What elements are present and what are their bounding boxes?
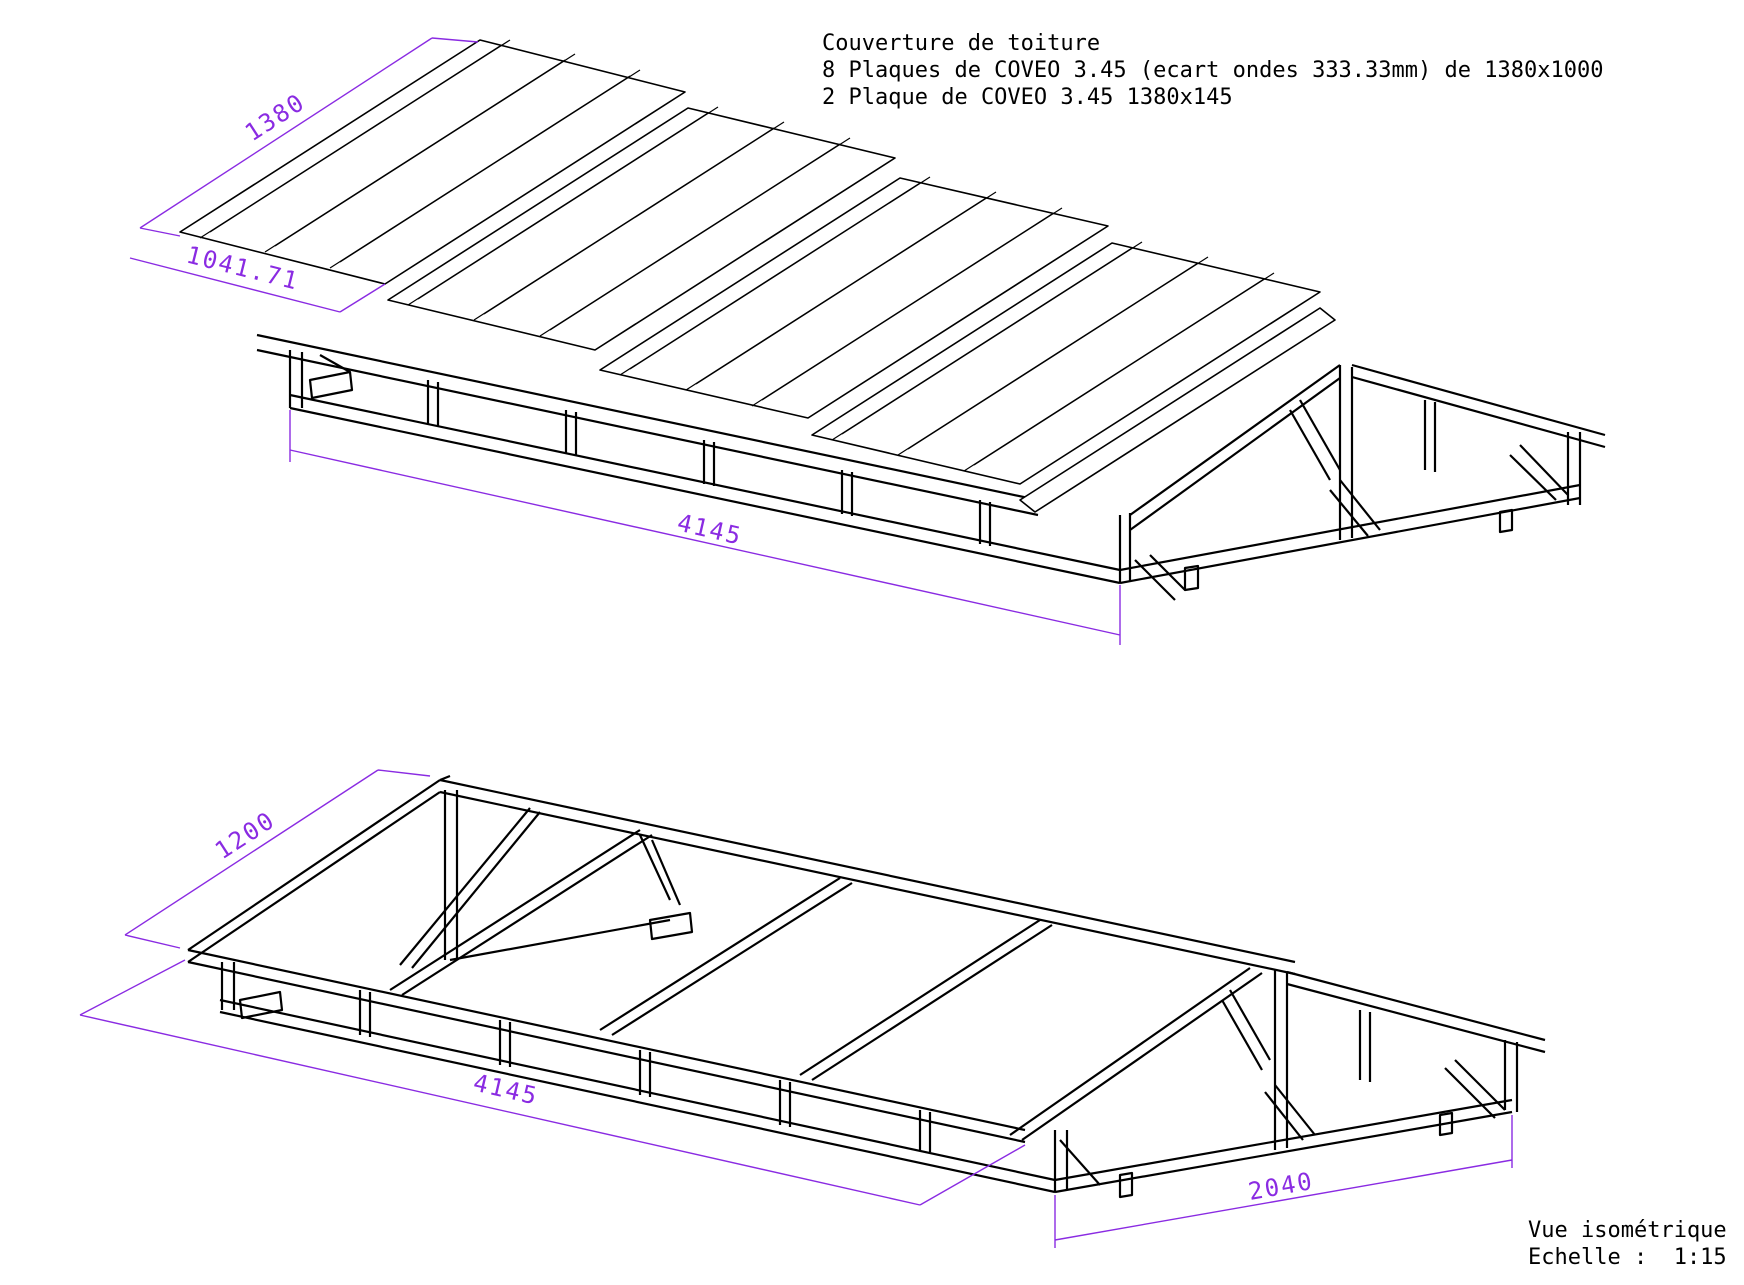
bottom-frame (187, 774, 1546, 1199)
roof-ribs (199, 39, 1275, 472)
roof-sheets (179, 39, 1336, 513)
dim-top-sheet-length: 1380 (240, 88, 310, 147)
roof-sheet-3 (599, 177, 1109, 419)
dim-bottom-length: 4145 (471, 1069, 541, 1111)
view-label: Vue isométrique (1528, 1218, 1727, 1243)
roof-sheet-4 (811, 242, 1321, 485)
roof-sheet-5 (1019, 307, 1336, 513)
bottom-dimensions: 1200 4145 2040 (79, 769, 1513, 1248)
roof-sheet-2 (387, 107, 896, 351)
note-line-2: 2 Plaque de COVEO 3.45 1380x145 (822, 85, 1233, 110)
note-line-1: 8 Plaques de COVEO 3.45 (ecart ondes 333… (822, 58, 1604, 83)
note-title: Couverture de toiture (822, 31, 1101, 56)
scale-label: Echelle : 1:15 (1528, 1245, 1727, 1270)
dim-top-length: 4145 (675, 509, 745, 551)
dim-bottom-width: 2040 (1246, 1167, 1316, 1206)
top-frame (256, 333, 1606, 601)
roof-sheet-1 (179, 39, 686, 285)
